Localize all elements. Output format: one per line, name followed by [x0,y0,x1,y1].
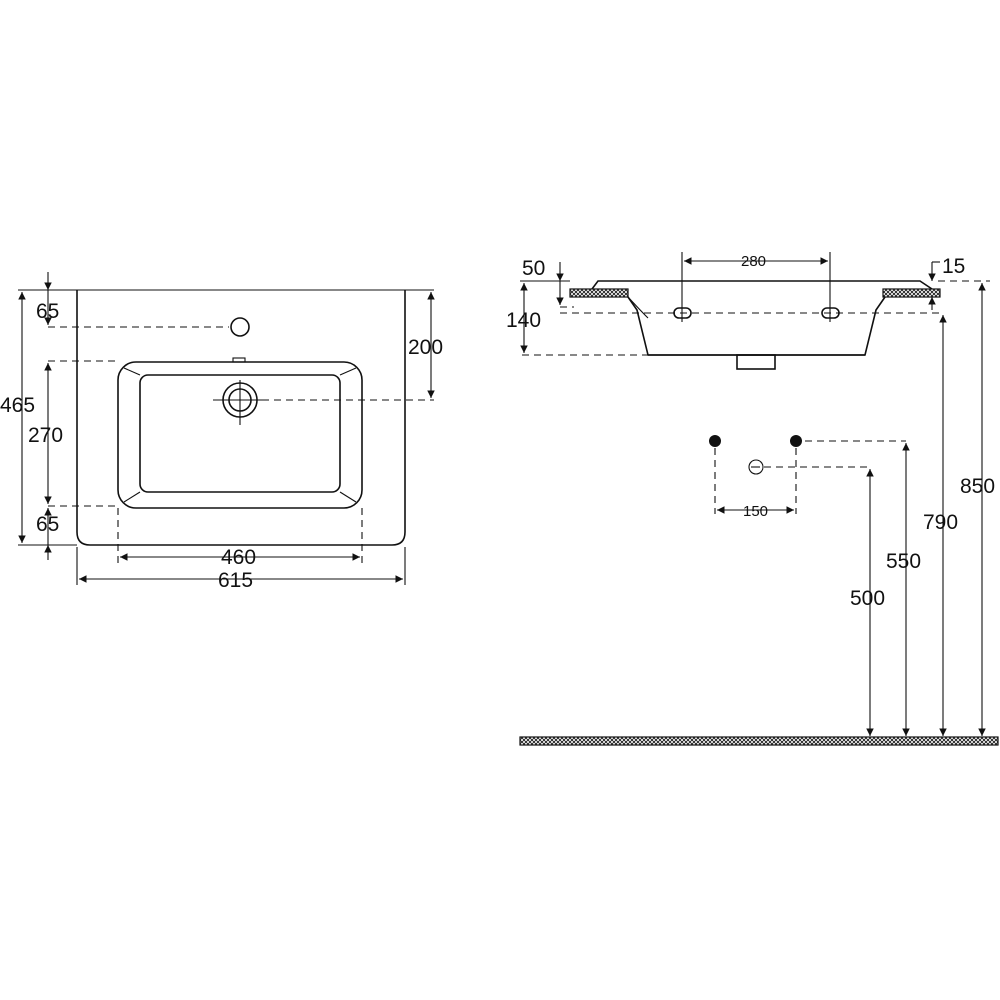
dim-200: 200 [408,336,443,359]
dim-140: 140 [506,309,541,332]
basin-outline [76,290,406,546]
dim-850: 850 [960,475,995,498]
dim-615: 615 [218,569,253,592]
counter-left-hatch [569,288,629,298]
basin-profile [591,280,933,356]
dim-15: 15 [942,255,965,278]
waste-point-icon [748,459,764,475]
drain-icon [213,380,262,425]
waste-outlet-icon [736,354,776,370]
dim-270: 270 [28,424,63,447]
top-view: 65 465 270 65 200 460 615 [0,272,443,592]
dim-550: 550 [886,550,921,573]
water-supply-point-icon [709,435,802,447]
dim-280: 280 [741,253,766,270]
bowl-inner [139,374,341,493]
dim-50: 50 [522,257,545,280]
dim-65-bottom: 65 [36,513,59,536]
dim-500: 500 [850,587,885,610]
dim-460: 460 [221,546,256,569]
counter-right-hatch [882,288,941,298]
dim-150: 150 [743,503,768,520]
side-view: 50 280 15 140 150 850 790 550 500 [506,252,999,746]
dim-65-top: 65 [36,300,59,323]
dim-465: 465 [0,394,35,417]
floor-hatch [519,736,999,746]
tap-hole-icon [230,317,250,337]
dim-790: 790 [923,511,958,534]
